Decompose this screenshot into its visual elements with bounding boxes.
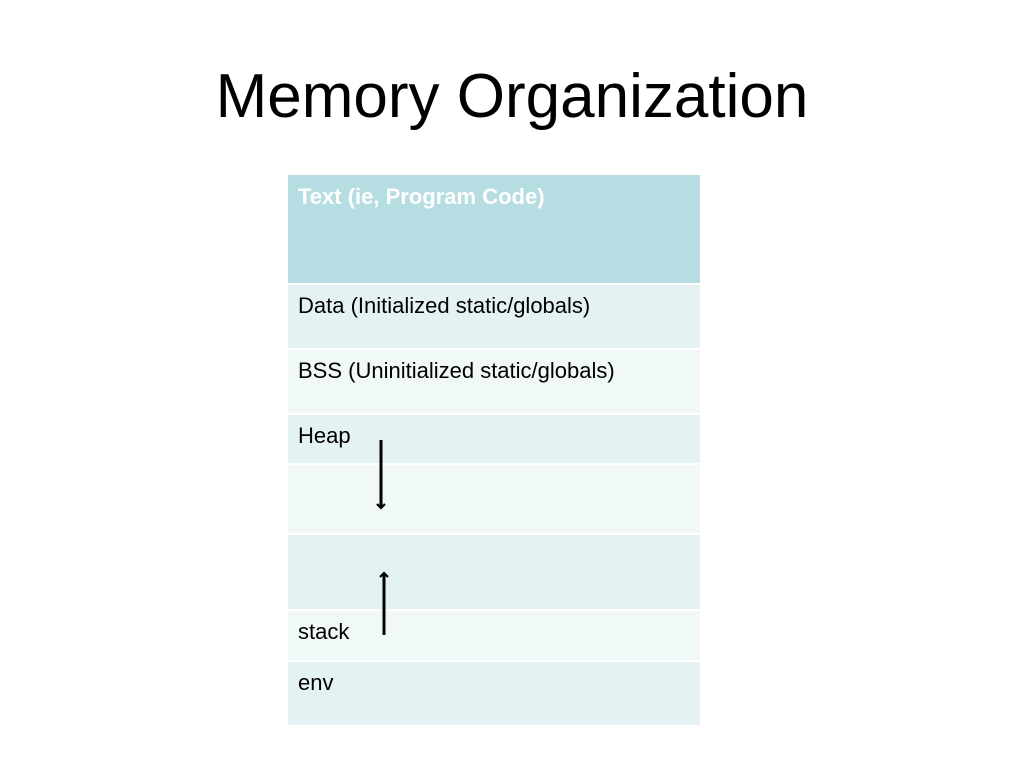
segment-label: Text (ie, Program Code) bbox=[288, 175, 700, 285]
segment-label: stack bbox=[288, 610, 700, 662]
segment-heap: Heap bbox=[288, 414, 700, 465]
segment-free-space-upper bbox=[288, 464, 700, 535]
segment-stack: stack bbox=[288, 610, 700, 662]
segment-label bbox=[288, 534, 700, 611]
memory-layout-table: Text (ie, Program Code) Data (Initialize… bbox=[288, 175, 700, 727]
segment-label: Heap bbox=[288, 414, 700, 465]
slide-title: Memory Organization bbox=[215, 62, 809, 131]
segment-label: BSS (Uninitialized static/globals) bbox=[288, 349, 700, 415]
segment-free-space-lower bbox=[288, 534, 700, 611]
segment-data: Data (Initialized static/globals) bbox=[288, 284, 700, 350]
segment-label: env bbox=[288, 661, 700, 727]
segment-label bbox=[288, 464, 700, 535]
segment-text: Text (ie, Program Code) bbox=[288, 175, 700, 285]
segment-env: env bbox=[288, 661, 700, 727]
segment-label: Data (Initialized static/globals) bbox=[288, 284, 700, 350]
segment-bss: BSS (Uninitialized static/globals) bbox=[288, 349, 700, 415]
